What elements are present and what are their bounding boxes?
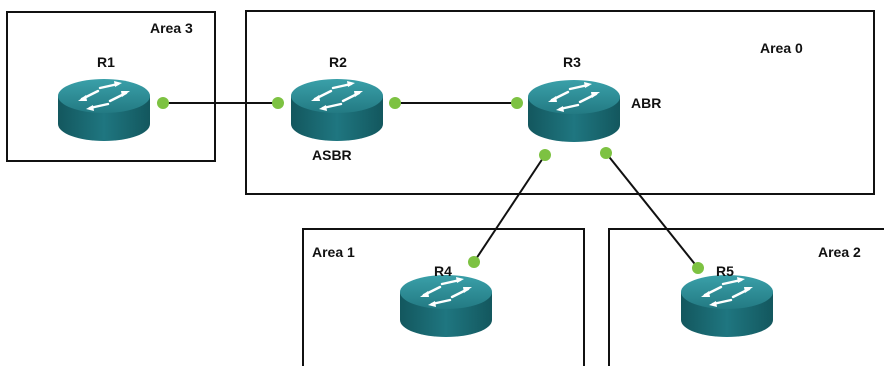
area-2-box: Area 2	[608, 228, 884, 366]
router-icon	[526, 78, 622, 144]
interface-dots	[157, 97, 704, 274]
area-3-box: Area 3	[6, 11, 216, 162]
link-r3-r4	[473, 154, 546, 263]
router-r1-label: R1	[97, 54, 115, 70]
interface-dot[interactable]	[511, 97, 523, 109]
area-1-label: Area 1	[312, 244, 355, 260]
router-r1[interactable]	[56, 77, 152, 143]
router-icon	[289, 77, 385, 143]
interface-dot[interactable]	[272, 97, 284, 109]
link-r3-r5	[605, 152, 699, 269]
router-r5[interactable]	[679, 273, 775, 339]
router-icon	[398, 273, 494, 339]
router-r3[interactable]	[526, 78, 622, 144]
interface-dot[interactable]	[389, 97, 401, 109]
area-1-box: Area 1	[302, 228, 585, 366]
interface-dot[interactable]	[692, 262, 704, 274]
interface-dot[interactable]	[600, 147, 612, 159]
area-0-label: Area 0	[760, 40, 803, 56]
router-r2-label: R2	[329, 54, 347, 70]
router-icon	[679, 273, 775, 339]
area-2-label: Area 2	[818, 244, 861, 260]
router-icon	[56, 77, 152, 143]
router-r4[interactable]	[398, 273, 494, 339]
router-r2[interactable]	[289, 77, 385, 143]
router-r2-role: ASBR	[312, 147, 352, 163]
interface-dot[interactable]	[157, 97, 169, 109]
router-r3-label: R3	[563, 54, 581, 70]
router-r4-label: R4	[434, 263, 452, 279]
router-r3-role: ABR	[631, 95, 661, 111]
interface-dot[interactable]	[539, 149, 551, 161]
router-r5-label: R5	[716, 263, 734, 279]
area-3-label: Area 3	[150, 20, 193, 36]
links	[163, 102, 699, 269]
interface-dot[interactable]	[468, 256, 480, 268]
